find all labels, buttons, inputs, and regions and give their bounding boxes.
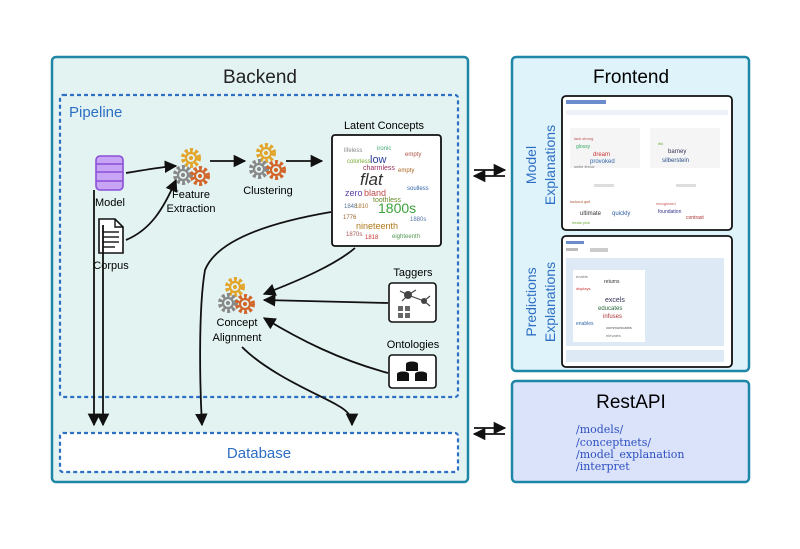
word-bland: bland [364,188,386,198]
svg-text:Explanations: Explanations [542,125,558,205]
endpoint-interpret: /interpret [576,460,630,473]
screen1-word-silberstein: silberstein [662,158,689,164]
svg-text:lockout quit: lockout quit [570,199,591,204]
svg-text:smile fervor: smile fervor [574,164,595,169]
latent-concepts-wordcloud: lifeless ironic empty colorless low char… [343,146,429,241]
taggers-icon [388,282,437,323]
restapi-panel [510,379,751,484]
svg-text:Predictions: Predictions [523,267,539,336]
predictions-explanations-screenshot: enable returns displays excels educates … [561,235,733,368]
word-flat: flat [360,170,384,189]
word-1818: 1818 [365,235,379,241]
frontend-title: Frontend [593,67,669,88]
screen2-word-infuses: infuses [603,314,622,320]
model-explanations-screenshot: lack strong glossy dream provoked smile … [561,95,733,231]
endpoint-conceptnets: /conceptnets/ [576,436,651,449]
screen2-word-elevates: elevates [606,333,621,338]
screen1-word-quickly: quickly [612,211,630,217]
predictions-explanations-label: Predictions Explanations [523,262,558,342]
screen2-word-enables: enables [576,321,594,327]
endpoint-models: /models/ [576,423,623,436]
svg-text:1776: 1776 [343,215,357,221]
screen1-word-contrast: contrast [686,215,704,221]
svg-text:heats pick: heats pick [572,220,590,225]
feature-extraction-label-2: Extraction [167,203,216,215]
svg-text:enable: enable [576,274,589,279]
screen1-word-foundation: foundation [658,209,682,215]
model-label: Model [95,197,125,209]
svg-text:soulless: soulless [407,186,429,192]
pipeline-label: Pipeline [69,104,122,121]
svg-text:colorless: colorless [347,159,371,165]
word-toothless: toothless [373,197,402,204]
ontologies-label: Ontologies [387,339,440,351]
svg-text:lifeless: lifeless [344,148,362,154]
screen2-word-communicates: communicates [606,325,632,330]
svg-text:displays: displays [576,286,590,291]
pipeline-box [58,93,460,399]
word-nineteenth: nineteenth [356,221,398,231]
screen1-word-provoked: provoked [590,159,615,165]
screen1-word-dream: dream [593,152,610,158]
svg-text:Model: Model [523,146,539,184]
database-restapi-exchange-arrows [472,421,507,441]
latent-concepts-title: Latent Concepts [344,120,425,132]
database-label: Database [227,445,291,462]
word-empty: empty [398,168,414,174]
svg-text:1848: 1848 [344,204,358,210]
svg-text:1870s: 1870s [346,232,362,238]
concept-alignment-label-1: Concept [217,317,258,329]
svg-text:glossy: glossy [576,144,591,150]
pipeline-arrows [87,154,389,427]
endpoint-model-explanation: /model_explanation [576,448,684,461]
screen2-word-excels: excels [605,297,625,304]
svg-text:riki: riki [658,141,663,146]
svg-text:ironic: ironic [377,146,391,152]
ontologies-database-icon [388,354,437,389]
model-icon [95,155,124,191]
backend-frontend-exchange-arrows [472,163,507,183]
corpus-label: Corpus [93,260,129,272]
database-box [58,431,460,474]
restapi-title: RestAPI [596,392,666,413]
svg-text:eighteenth: eighteenth [392,234,420,240]
concept-alignment-label-2: Alignment [213,332,262,344]
backend-title: Backend [223,67,297,88]
svg-text:Explanations: Explanations [542,262,558,342]
svg-text:1810: 1810 [355,204,369,210]
screen2-word-educates: educates [598,306,622,312]
screen1-word-ultimate: ultimate [580,211,602,217]
svg-text:lack strong: lack strong [574,136,593,141]
model-explanations-label: Model Explanations [523,125,558,205]
word-low: low [370,154,387,166]
clustering-label: Clustering [243,185,293,197]
svg-text:1880s: 1880s [410,217,426,223]
latent-concepts-box [331,134,442,247]
svg-text:recognized: recognized [656,201,676,206]
word-charmless: charmless [363,165,395,172]
word-zero: zero [345,188,363,198]
feature-extraction-label-1: Feature [172,189,210,201]
svg-text:empty: empty [405,152,421,158]
screen2-word-returns: returns [604,279,620,285]
document-icon [98,218,124,254]
screen1-word-barney: barney [668,149,686,155]
word-1800s: 1800s [378,200,416,216]
taggers-label: Taggers [393,267,433,279]
